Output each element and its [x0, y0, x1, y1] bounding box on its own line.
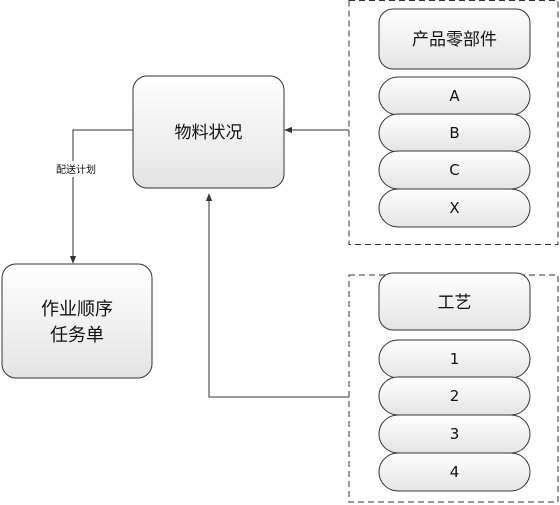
- process-header-box[interactable]: 工艺: [378, 272, 531, 331]
- process-item-4[interactable]: 4: [378, 452, 531, 492]
- parts-group-container: [348, 0, 559, 245]
- edge-label-delivery-plan: 配送计划: [56, 163, 96, 176]
- parts-header-label: 产品零部件: [412, 30, 497, 50]
- node-material-status-label: 物料状况: [175, 123, 243, 143]
- parts-item-b[interactable]: B: [378, 113, 531, 153]
- node-material-status[interactable]: 物料状况: [132, 75, 285, 189]
- process-header-label: 工艺: [438, 293, 472, 313]
- node-work-order[interactable]: 作业顺序 任务单: [1, 263, 153, 379]
- parts-item-b-label: B: [449, 124, 459, 142]
- process-item-1-label: 1: [450, 350, 460, 368]
- process-item-2[interactable]: 2: [378, 376, 531, 416]
- node-work-order-line2: 任务单: [50, 325, 104, 346]
- arrow-material-to-workorder: [69, 129, 133, 264]
- process-item-1[interactable]: 1: [378, 339, 531, 379]
- parts-item-x[interactable]: X: [378, 188, 531, 228]
- parts-item-x-label: X: [449, 199, 459, 217]
- parts-item-c-label: C: [449, 161, 459, 179]
- process-item-4-label: 4: [450, 463, 460, 481]
- parts-header-box[interactable]: 产品零部件: [378, 8, 531, 70]
- parts-item-c[interactable]: C: [378, 150, 531, 190]
- node-work-order-line1: 作业顺序: [41, 299, 113, 320]
- parts-item-a[interactable]: A: [378, 76, 531, 116]
- edge-label-background: [52, 161, 100, 177]
- process-item-3-label: 3: [450, 425, 460, 443]
- process-item-2-label: 2: [450, 387, 460, 405]
- arrow-process-to-material: [205, 193, 349, 398]
- parts-item-a-label: A: [449, 87, 460, 105]
- process-item-3[interactable]: 3: [378, 414, 531, 454]
